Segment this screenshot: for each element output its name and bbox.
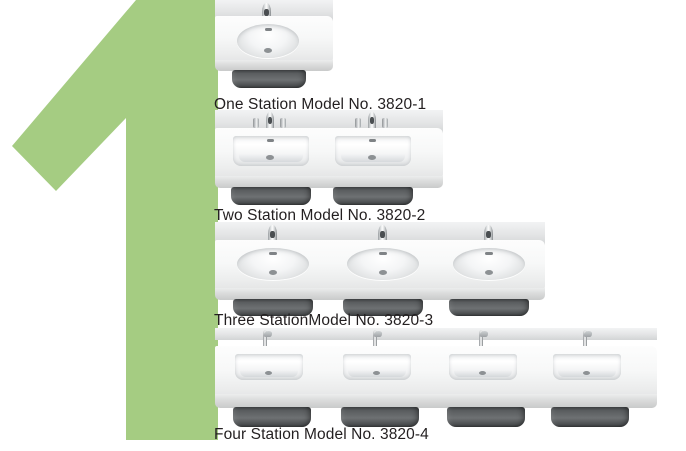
overflow-hole: [379, 252, 387, 255]
basin-square: [449, 354, 517, 380]
sensor-faucet-icon: [266, 112, 274, 130]
overflow-hole: [485, 252, 493, 255]
under-counter-cabinet: [551, 407, 629, 427]
basin-square: [235, 354, 303, 380]
caption-3820-1: One Station Model No. 3820-1: [214, 96, 427, 113]
under-counter-cabinet: [449, 299, 529, 316]
drain: [379, 270, 387, 275]
soap-dispenser-icon: [382, 118, 388, 128]
counter-apron: [215, 288, 545, 300]
under-counter-cabinet: [447, 407, 525, 427]
product-image-3820-4: [215, 328, 657, 428]
overflow-hole: [369, 139, 376, 142]
soap-dispenser-icon: [280, 118, 286, 128]
gooseneck-faucet-icon: [257, 330, 274, 354]
overflow-hole: [269, 252, 277, 255]
overflow-hole: [265, 28, 272, 31]
under-counter-cabinet: [231, 187, 311, 205]
under-counter-cabinet: [333, 187, 413, 205]
gooseneck-faucet-icon: [367, 330, 384, 354]
basin-square: [343, 354, 411, 380]
counter-apron: [215, 394, 657, 408]
caption-3820-4: Four Station Model No. 3820-4: [214, 426, 429, 443]
overflow-hole: [267, 139, 274, 142]
under-counter-cabinet: [343, 299, 423, 316]
gooseneck-faucet-icon: [577, 330, 594, 354]
sensor-faucet-icon: [268, 225, 277, 245]
sensor-faucet-icon: [484, 225, 493, 245]
soap-dispenser-icon: [253, 118, 259, 128]
drain: [266, 155, 274, 160]
soap-dispenser-icon: [355, 118, 361, 128]
product-image-3820-1: [215, 0, 333, 88]
sensor-faucet-icon: [262, 3, 271, 23]
counter-apron: [215, 176, 443, 188]
drain: [583, 371, 590, 375]
basin-square: [553, 354, 621, 380]
under-counter-cabinet: [233, 299, 313, 316]
backsplash: [215, 328, 657, 340]
sensor-faucet-icon: [368, 112, 376, 130]
drain: [368, 155, 376, 160]
caption-3820-3: Three StationModel No. 3820-3: [214, 312, 434, 329]
counter-apron: [215, 60, 333, 71]
drain: [265, 371, 272, 375]
gooseneck-faucet-icon: [473, 330, 490, 354]
drain: [373, 371, 380, 375]
under-counter-cabinet: [232, 70, 306, 88]
sensor-faucet-icon: [378, 225, 387, 245]
under-counter-cabinet: [233, 407, 311, 427]
under-counter-cabinet: [341, 407, 419, 427]
big-number-one: [0, 0, 230, 451]
caption-3820-2: Two Station Model No. 3820-2: [214, 207, 426, 224]
drain: [269, 270, 277, 275]
product-image-3820-2: [215, 110, 443, 205]
drain: [485, 270, 493, 275]
product-image-3820-3: [215, 222, 545, 316]
drain: [479, 371, 486, 375]
drain: [264, 48, 272, 53]
numeral-one-shape: [12, 0, 218, 440]
